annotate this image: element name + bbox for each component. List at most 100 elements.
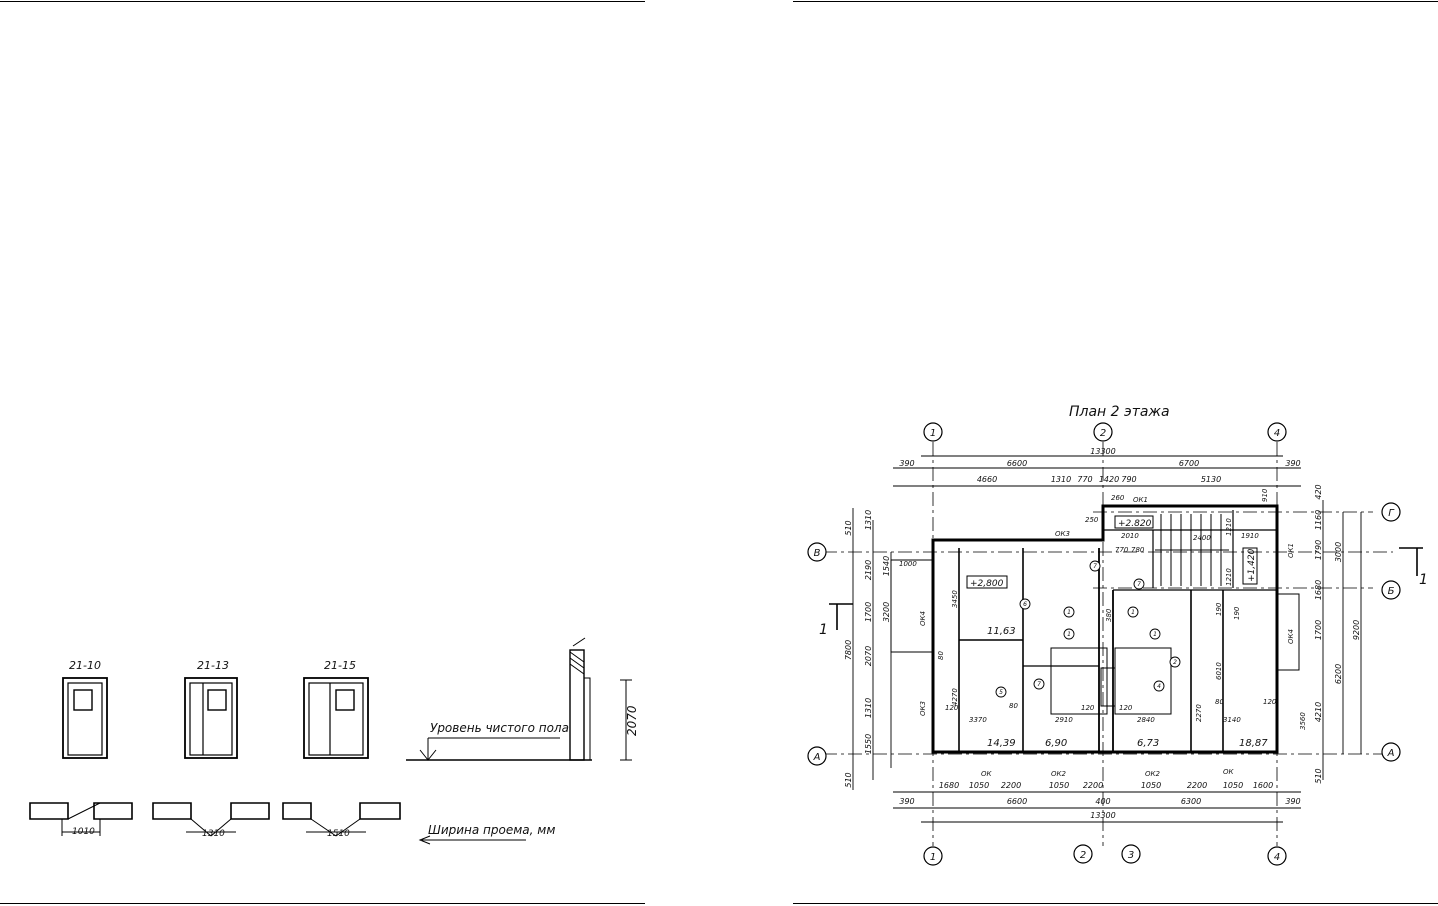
dim: 1000 [899,560,917,568]
dim: 1050 [1223,781,1243,790]
window-mark: ОК3 [1055,530,1070,538]
dim: 1680 [939,781,959,790]
dim: 1050 [1141,781,1161,790]
dim: 2840 [1137,716,1155,724]
axis-label: 3 [1128,850,1134,861]
door-21-15: 21-15 [303,659,369,759]
dim: 3450 [951,590,959,608]
room-area: 14,39 [987,738,1016,749]
dim: 120 [1119,704,1133,712]
level: +2.820 [1118,519,1152,529]
room-area: 6,90 [1045,738,1067,749]
dim: 1050 [1049,781,1069,790]
dim: 380 [1105,608,1113,622]
dim: 2270 [1195,704,1203,722]
dim: 80 [1009,702,1018,710]
opening-plans [29,802,526,845]
door-marker: 7 [1037,681,1041,688]
dim: 910 [1261,488,1269,502]
dim: 400 [1095,797,1110,806]
dim: 80 [1215,698,1224,706]
levels: +2.820 +2,800 +1,420 [966,515,1258,589]
dim: 770 [1115,546,1129,554]
axis-bubbles[interactable] [807,422,1401,866]
door-marker: 6 [1023,601,1027,608]
window-mark: ОК1 [1287,543,1295,558]
dim: 1700 [864,602,873,622]
window-mark: ОК [1223,768,1235,776]
dim: 1790 [1314,540,1323,560]
axis-label: В [814,548,821,559]
dim: 1700 [1314,620,1323,640]
axis-label: 1 [930,852,936,863]
dim: 1210 [1225,518,1233,536]
dim: 6600 [1007,459,1027,468]
dim: 1910 [1241,532,1259,540]
floor-level-label: Уровень чистого пола [430,721,569,735]
dim: 120 [1081,704,1095,712]
dim: 3000 [1334,542,1343,562]
stair [1155,514,1229,586]
section-mark: 1 [819,622,828,638]
door-marker: 4 [1157,683,1161,690]
axis-label: А [813,752,821,763]
dim: 510 [1314,768,1323,783]
section-mark: 1 [1419,572,1428,588]
window-mark: ОК1 [1133,496,1148,504]
dim: 80 [937,651,945,660]
window-mark: ОК4 [1287,629,1295,644]
window-mark: ОК2 [1145,770,1160,778]
dim: 6600 [1007,797,1027,806]
dim: 190 [1215,602,1223,616]
dim: 420 [1314,484,1323,499]
dim: 3200 [882,602,891,622]
door-width: 1510 [327,829,350,839]
room-area: 6,73 [1137,738,1159,749]
door-21-13: 21-13 [184,659,238,759]
door-width: 1010 [72,827,95,837]
dim: 2190 [864,560,873,580]
dim: 6700 [1179,459,1199,468]
dim: 790 [1121,475,1136,484]
dim: 2200 [1083,781,1103,790]
window-mark: ОК [981,770,993,778]
floor-level-section: Уровень чистого пола 2070 [406,637,639,761]
bottom-rule-right [793,903,1438,904]
axis-label: 4 [1274,852,1280,863]
dim: 770 [1077,475,1092,484]
axis-label: 2 [1080,850,1086,861]
dimension-lines [852,455,1362,823]
door-drawings: 21-10 21-13 21-15 Уровень чистого пола [29,637,639,845]
door-code: 21-10 [69,659,101,672]
door-21-10: 21-10 [62,659,108,759]
door-markers [995,560,1181,698]
door-marker: 2 [1173,659,1177,666]
dim: 13300 [1090,447,1115,456]
door-marker: 5 [999,689,1003,696]
dim: 13300 [1090,811,1115,820]
dim: 4210 [1314,702,1323,722]
dim: 250 [1085,516,1099,524]
axis-label: А [1387,748,1395,759]
window-mark: ОК4 [919,611,927,626]
door-marker: 7 [1093,563,1097,570]
dim: 390 [899,459,914,468]
dim: 1310 [864,510,873,530]
dim: 1420 [1099,475,1119,484]
axis-label: 4 [1274,428,1280,439]
dim: 1550 [864,734,873,754]
dim: 9200 [1352,620,1361,640]
dim: 120 [1263,698,1277,706]
level: +2,800 [970,579,1004,589]
dim: 1600 [1253,781,1273,790]
room-area: 18,87 [1239,738,1268,749]
dim: 1310 [1051,475,1071,484]
level: +1,420 [1247,548,1257,582]
dim: 190 [1233,606,1241,620]
door-marker: 1 [1153,631,1157,638]
width-label: Ширина проема, мм [428,823,555,837]
dim: 1310 [864,698,873,718]
dim: 6300 [1181,797,1201,806]
dim: 6200 [1334,664,1343,684]
section-marks [829,547,1423,630]
